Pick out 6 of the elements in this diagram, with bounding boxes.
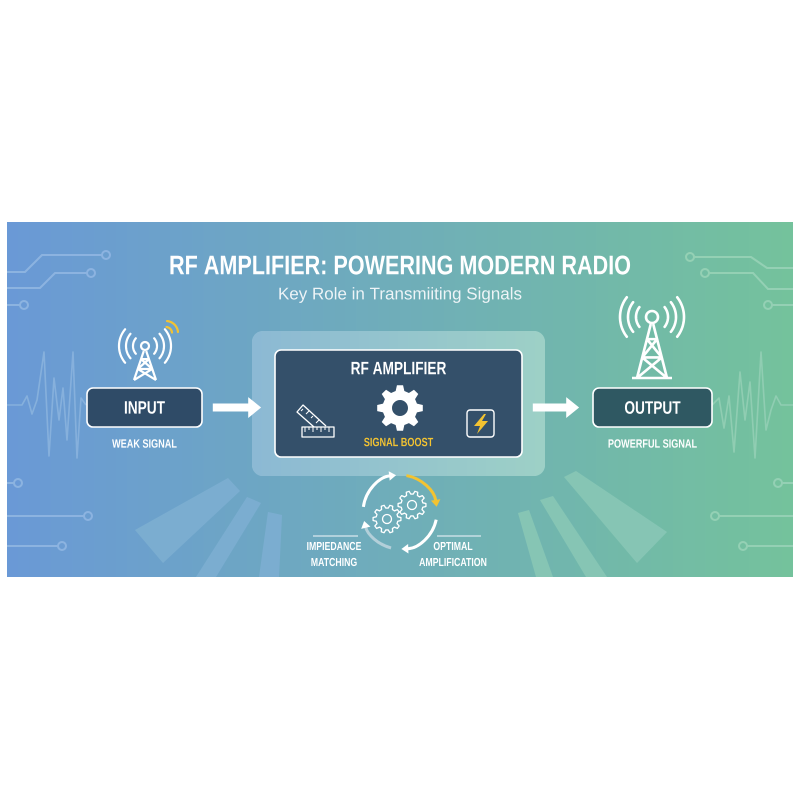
feature-label: OPTIMAL AMPLIFICATION	[419, 542, 486, 566]
subtitle: Key Role in Transmiiting Signals	[279, 287, 522, 303]
title: RF AMPLIFIER: POWERING MODERN RADIO	[170, 255, 630, 275]
signal-label: WEAK SIGNAL	[112, 439, 177, 448]
signal-label: POWERFUL SIGNAL	[608, 439, 697, 448]
feature-label: IMPIEDANCE MATCHING	[307, 542, 362, 566]
